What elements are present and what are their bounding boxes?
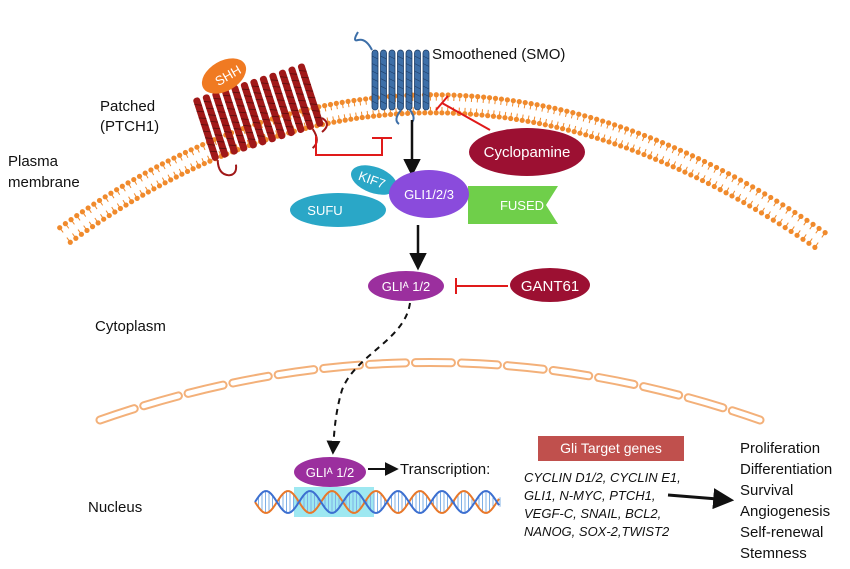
outcome-item: Stemness: [740, 545, 807, 562]
outcome-item: Angiogenesis: [740, 503, 830, 520]
gant61-label: GANT61: [521, 278, 579, 295]
shh-ligand: [201, 58, 247, 94]
target-genes-header: Gli Target genes: [560, 440, 662, 456]
gli-a-nucleus-label: GLIᴬ 1/2: [306, 465, 355, 480]
sufu-node: [290, 193, 386, 227]
target-gene-line: CYCLIN D1/2, CYCLIN E1,: [524, 470, 681, 485]
target-gene-line: VEGF-C, SNAIL, BCL2,: [524, 506, 661, 521]
ptch1-inhibits-smo: [315, 136, 383, 156]
kif7-node: [351, 165, 397, 195]
membrane-label-2: membrane: [8, 174, 80, 191]
outcome-item: Survival: [740, 482, 793, 499]
smo-receptor: [354, 31, 430, 125]
dna-helix: [254, 487, 501, 517]
cyclopamine-label: Cyclopamine: [484, 144, 571, 161]
fused-label: FUSED: [500, 198, 544, 213]
gli-a-cytoplasm-label: GLIᴬ 1/2: [382, 279, 431, 294]
gant61-node: [510, 268, 590, 302]
patched-label-2: (PTCH1): [100, 118, 159, 135]
plasma-membrane: [57, 92, 828, 250]
outcome-item: Differentiation: [740, 461, 832, 478]
cyclopamine-node: [469, 128, 585, 176]
patched-label-1: Patched: [100, 98, 155, 115]
gli-a-cytoplasm-node: [368, 271, 444, 301]
nucleus-label: Nucleus: [88, 499, 142, 516]
gli-a-nucleus-node: [294, 457, 366, 487]
target-genes-header-box: [538, 436, 684, 461]
gli123-node: [389, 170, 469, 218]
outcomes-arrow: [667, 488, 735, 510]
outcome-item: Self-renewal: [740, 524, 823, 541]
gli123-label: GLI1/2/3: [404, 187, 454, 202]
nuclear-translocation-arrow: [326, 302, 411, 455]
target-gene-line: GLI1, N-MYC, PTCH1,: [524, 488, 655, 503]
sufu-label: SUFU: [307, 203, 342, 218]
fused-node: [468, 186, 558, 224]
smo-label: Smoothened (SMO): [432, 46, 565, 63]
membrane-label-1: Plasma: [8, 153, 59, 170]
cytoplasm-label: Cytoplasm: [95, 318, 166, 335]
outcome-item: Proliferation: [740, 440, 820, 457]
target-gene-line: NANOG, SOX-2,TWIST2: [524, 524, 670, 539]
cyclopamine-inhibit-line: [441, 102, 491, 131]
transcription-label: Transcription:: [400, 461, 490, 478]
ptch1-receptor: [193, 63, 328, 177]
